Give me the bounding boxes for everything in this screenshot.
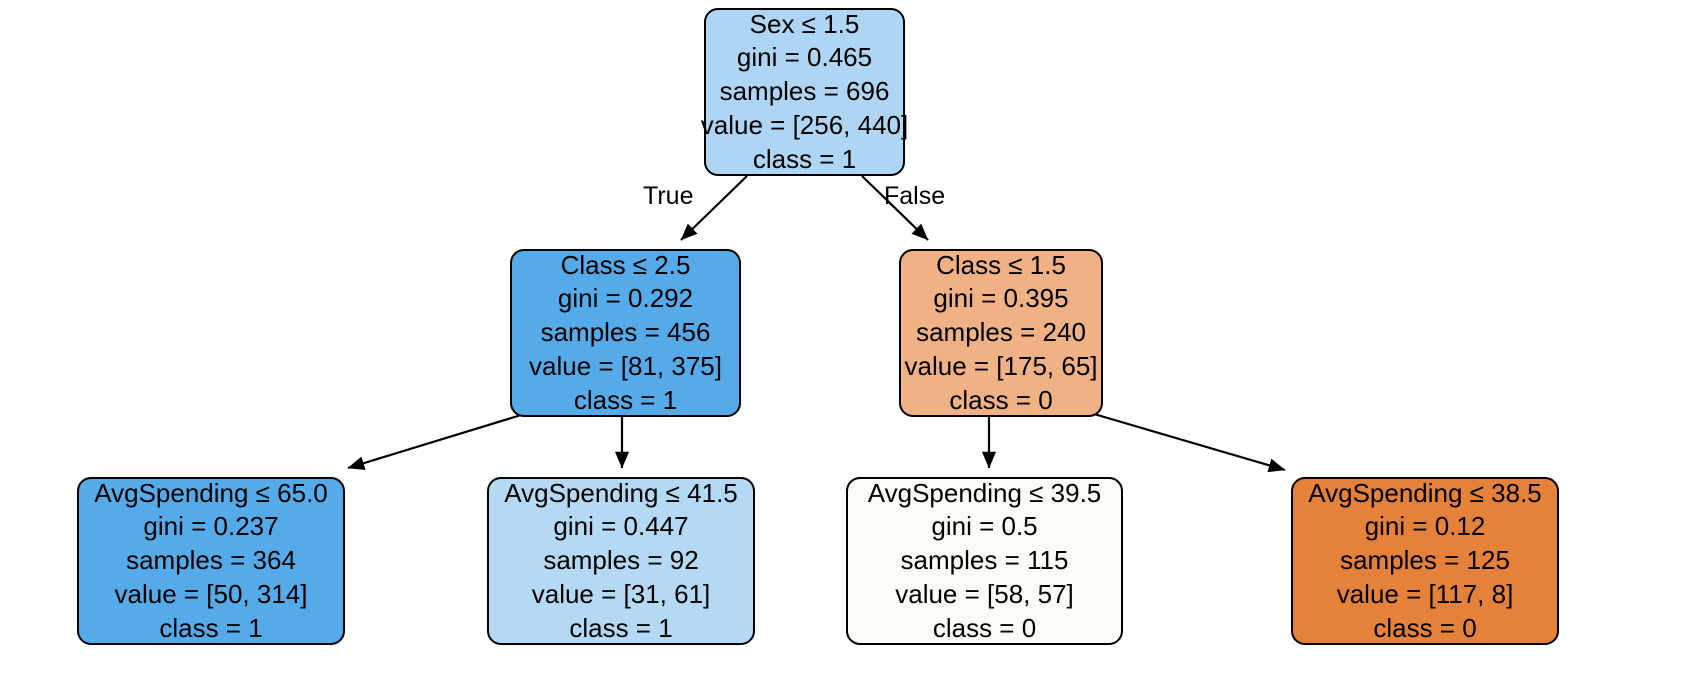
node-class: class = 1 xyxy=(573,384,678,415)
node-split-condition: Sex ≤ 1.5 xyxy=(749,8,860,39)
node-value: value = [81, 375] xyxy=(529,350,722,381)
tree-node-avgspending-le-38-5[interactable]: AvgSpending ≤ 38.5 gini = 0.12 samples =… xyxy=(1291,477,1559,645)
tree-node-avgspending-le-65[interactable]: AvgSpending ≤ 65.0 gini = 0.237 samples … xyxy=(77,477,345,645)
node-split-condition: AvgSpending ≤ 41.5 xyxy=(504,477,738,508)
node-samples: samples = 456 xyxy=(540,317,711,348)
tree-node-class-le-1-5[interactable]: Class ≤ 1.5 gini = 0.395 samples = 240 v… xyxy=(899,249,1103,417)
node-samples: samples = 115 xyxy=(900,545,1069,576)
node-value: value = [117, 8] xyxy=(1336,578,1514,609)
node-samples: samples = 125 xyxy=(1340,545,1510,576)
node-gini: gini = 0.292 xyxy=(557,283,694,314)
node-split-condition: Class ≤ 1.5 xyxy=(936,249,1066,280)
node-class: class = 1 xyxy=(752,143,857,174)
node-samples: samples = 92 xyxy=(543,545,699,576)
tree-node-avgspending-le-39-5[interactable]: AvgSpending ≤ 39.5 gini = 0.5 samples = … xyxy=(846,477,1123,645)
node-class: class = 1 xyxy=(159,612,263,643)
edge-right-to-leaf3 xyxy=(1093,412,1286,473)
node-value: value = [175, 65] xyxy=(904,350,1098,381)
edge-left-to-leaf0 xyxy=(347,413,522,470)
node-gini: gini = 0.237 xyxy=(143,511,279,542)
node-gini: gini = 0.465 xyxy=(736,42,873,73)
node-gini: gini = 0.5 xyxy=(931,511,1038,542)
node-class: class = 1 xyxy=(569,612,673,643)
node-gini: gini = 0.395 xyxy=(933,283,1069,314)
node-gini: gini = 0.12 xyxy=(1364,511,1486,542)
node-value: value = [31, 61] xyxy=(531,578,711,609)
node-samples: samples = 364 xyxy=(126,545,296,576)
node-split-condition: AvgSpending ≤ 39.5 xyxy=(867,477,1102,508)
edge-label-true: True xyxy=(643,182,694,210)
node-split-condition: Class ≤ 2.5 xyxy=(560,249,691,280)
node-samples: samples = 696 xyxy=(719,76,890,107)
node-value: value = [50, 314] xyxy=(114,578,308,609)
tree-node-class-le-2-5[interactable]: Class ≤ 2.5 gini = 0.292 samples = 456 v… xyxy=(510,249,741,417)
node-class: class = 0 xyxy=(949,384,1053,415)
node-class: class = 0 xyxy=(932,612,1037,643)
tree-node-root[interactable]: Sex ≤ 1.5 gini = 0.465 samples = 696 val… xyxy=(700,8,909,176)
node-value: value = [256, 440] xyxy=(700,109,909,140)
node-split-condition: AvgSpending ≤ 65.0 xyxy=(94,477,328,508)
node-samples: samples = 240 xyxy=(916,317,1086,348)
node-value: value = [58, 57] xyxy=(895,578,1074,609)
tree-node-avgspending-le-41-5[interactable]: AvgSpending ≤ 41.5 gini = 0.447 samples … xyxy=(487,477,755,645)
node-split-condition: AvgSpending ≤ 38.5 xyxy=(1308,477,1542,508)
edge-label-false: False xyxy=(884,182,946,210)
node-class: class = 0 xyxy=(1373,612,1477,643)
node-gini: gini = 0.447 xyxy=(553,511,689,542)
